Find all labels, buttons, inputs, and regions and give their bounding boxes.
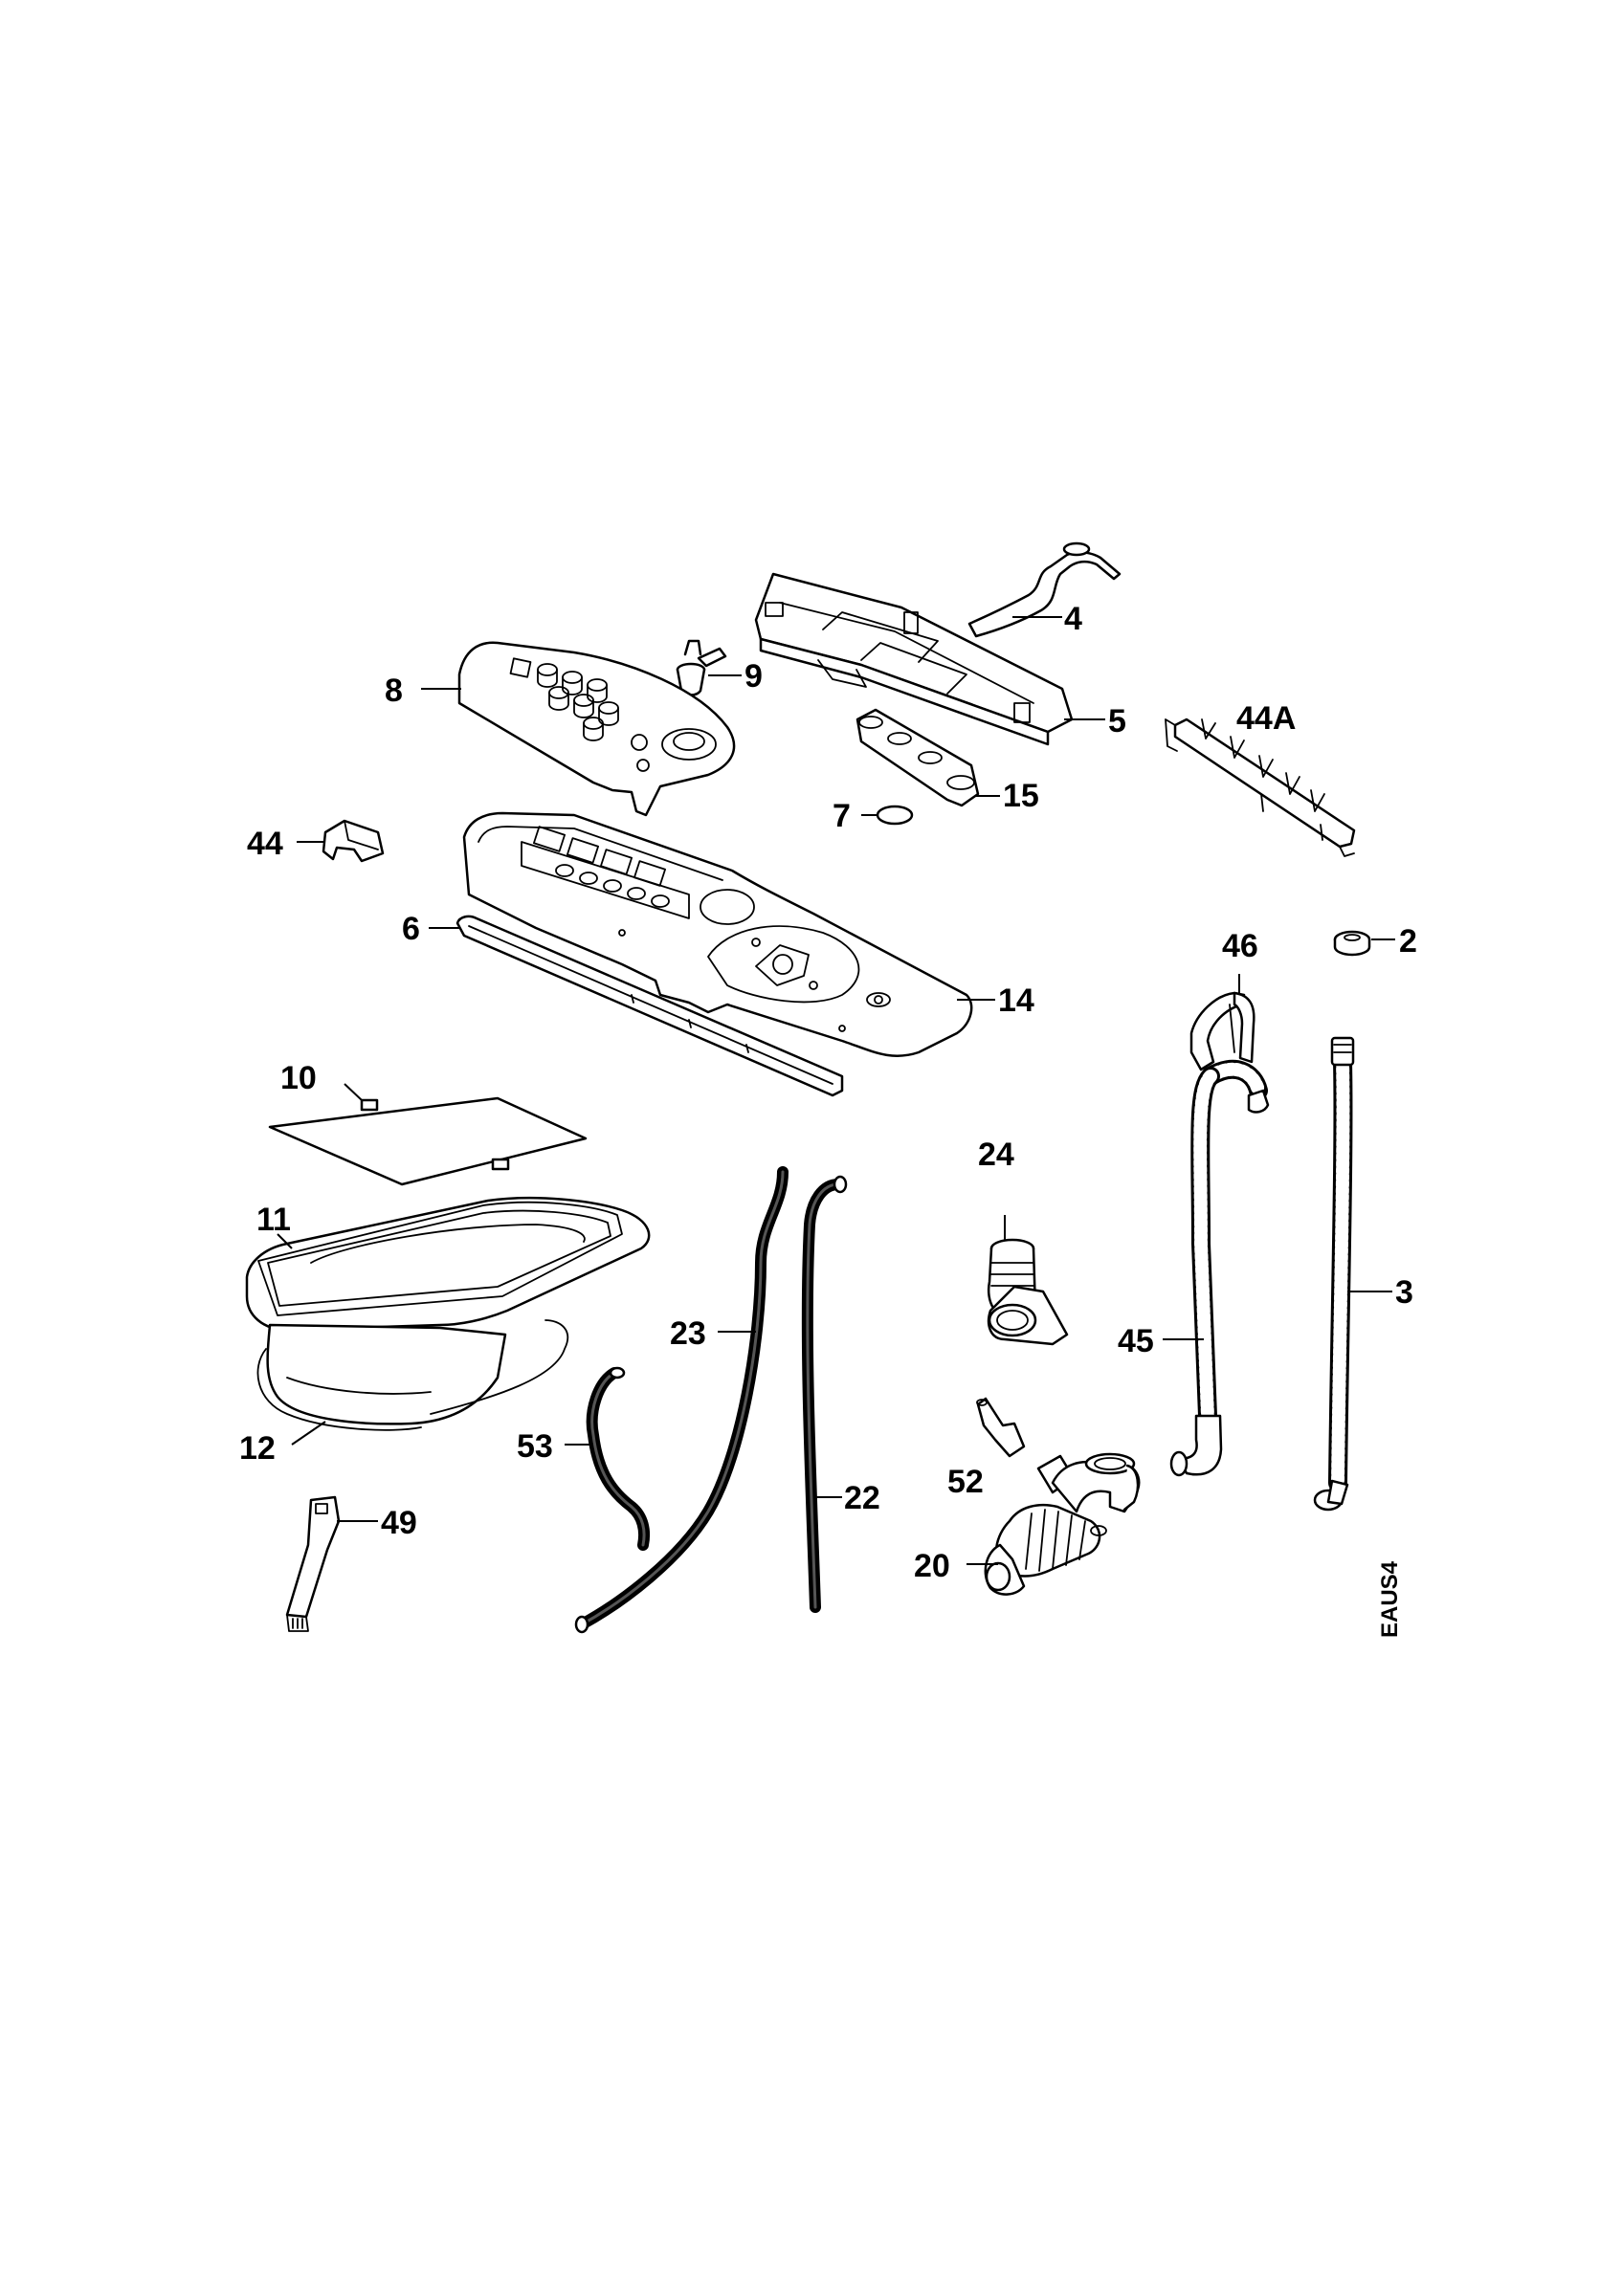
label-46: 46 [1222,928,1258,964]
part-2-cap [1333,930,1371,957]
part-8-control-panel [457,641,736,817]
label-7: 7 [833,798,851,834]
label-6: 6 [402,911,420,947]
part-24-elbow [987,1238,1069,1346]
label-24: 24 [978,1137,1014,1173]
label-4: 4 [1064,601,1082,637]
part-6-seal-strip [455,915,844,1097]
part-53-hose [586,1366,651,1551]
label-23: 23 [670,1315,706,1352]
part-14-top-plate [462,811,973,1057]
label-49: 49 [381,1505,417,1541]
part-52-connector [976,1397,1026,1458]
part-5-dispenser-housing [754,572,1074,746]
part-3-inlet-hose [1313,1036,1355,1512]
label-11: 11 [256,1202,291,1238]
label-14: 14 [998,982,1034,1019]
part-7-o-ring [876,805,914,826]
label-3: 3 [1395,1274,1413,1311]
label-2: 2 [1399,923,1417,960]
label-12: 12 [239,1430,276,1467]
part-44-clip [322,819,385,863]
part-9-knob [676,639,727,696]
part-11-door-frame [245,1196,651,1332]
label-45: 45 [1118,1323,1154,1359]
label-10: 10 [280,1060,317,1096]
part-44A-bracket [1165,718,1356,857]
label-44A: 44A [1236,700,1296,737]
part-23-hose [574,1166,789,1634]
label-52: 52 [947,1464,984,1500]
part-45-drain-hose [1169,1059,1270,1477]
part-4-lever [967,541,1122,638]
label-44: 44 [247,826,283,862]
label-22: 22 [844,1480,880,1516]
diagram-code: EAUS4 [1377,1560,1403,1638]
part-46-hose-hanger [1189,991,1255,1071]
label-8: 8 [385,673,403,709]
label-15: 15 [1003,778,1039,814]
part-22-hose [801,1175,848,1613]
part-15-valve-bracket [855,708,980,807]
part-10-lid-panel [268,1096,588,1186]
label-53: 53 [517,1428,553,1465]
part-49-sensor [285,1495,341,1632]
part-12-gasket [256,1319,569,1431]
part-20-drain-assembly [984,1452,1141,1596]
label-5: 5 [1108,703,1126,740]
label-9: 9 [744,658,763,695]
label-20: 20 [914,1548,950,1584]
